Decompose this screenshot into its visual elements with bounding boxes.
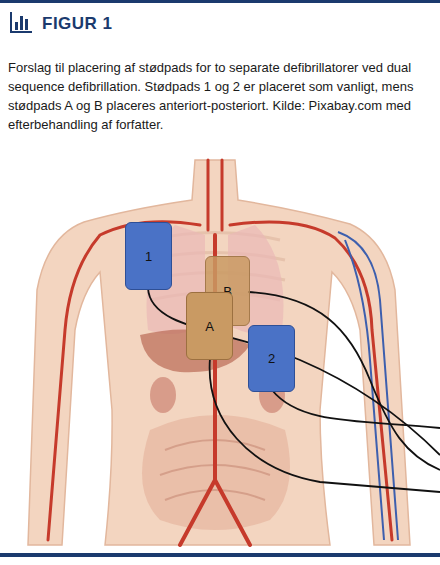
defibrillator-pad: 2	[248, 325, 295, 392]
torso	[28, 160, 410, 545]
pad-cables	[148, 288, 440, 492]
bottom-rule	[0, 553, 440, 557]
veins	[338, 232, 398, 540]
chart-icon	[10, 12, 32, 33]
defibrillator-pad: 1	[125, 222, 172, 290]
defibrillator-pad: A	[186, 292, 233, 360]
pad-label: 2	[268, 351, 275, 366]
pad-label: 1	[145, 249, 152, 264]
top-rule	[0, 0, 440, 3]
figure-title: FIGUR 1	[42, 14, 113, 34]
figure-caption: Forslag til placering af stødpads for to…	[8, 58, 433, 134]
arteries	[48, 160, 392, 545]
pad-label: A	[205, 319, 214, 334]
